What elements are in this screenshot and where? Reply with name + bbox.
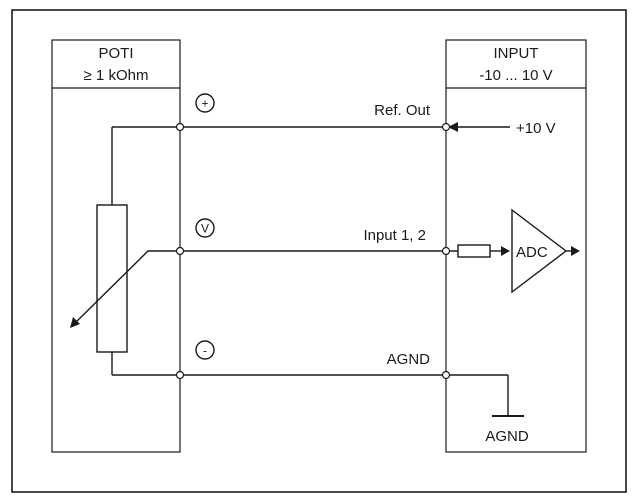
terminal-v-marker: [195, 218, 215, 238]
terminal-plus-marker: [195, 93, 215, 113]
node-poti-agnd: [175, 370, 185, 380]
node-input-agnd: [441, 370, 451, 380]
label-agnd: AGND: [387, 351, 431, 368]
label-ref-out: Ref. Out: [374, 102, 431, 119]
wiper-arrow: [70, 317, 80, 328]
arrow-adc-out: [571, 246, 580, 256]
node-poti-wiper: [175, 246, 185, 256]
input-resistor: [457, 244, 491, 258]
wiper-line: [73, 250, 180, 325]
terminal-minus-marker: [195, 340, 215, 360]
potentiometer-body: [96, 204, 128, 353]
arrow-plus10v: [448, 122, 458, 132]
adc-label: ADC: [516, 244, 548, 261]
poti-resistance: ≥ 1 kOhm: [84, 67, 149, 84]
input-range: -10 ... 10 V: [479, 67, 552, 84]
label-agnd-ground: AGND: [485, 428, 529, 445]
node-input-signal: [441, 246, 451, 256]
label-plus-10v: +10 V: [516, 120, 556, 137]
terminal-v-text: V: [201, 222, 209, 236]
arrow-to-adc: [501, 246, 510, 256]
label-input-12: Input 1, 2: [363, 227, 426, 244]
input-title: INPUT: [494, 45, 539, 62]
terminal-minus-text: -: [203, 344, 207, 358]
adc-amplifier: [511, 208, 568, 294]
poti-title: POTI: [98, 45, 133, 62]
terminal-plus-text: +: [201, 97, 208, 111]
outer-frame: [11, 9, 627, 493]
input-box: [445, 39, 587, 453]
node-input-ref: [441, 122, 451, 132]
poti-box: [51, 39, 181, 453]
node-poti-ref: [175, 122, 185, 132]
